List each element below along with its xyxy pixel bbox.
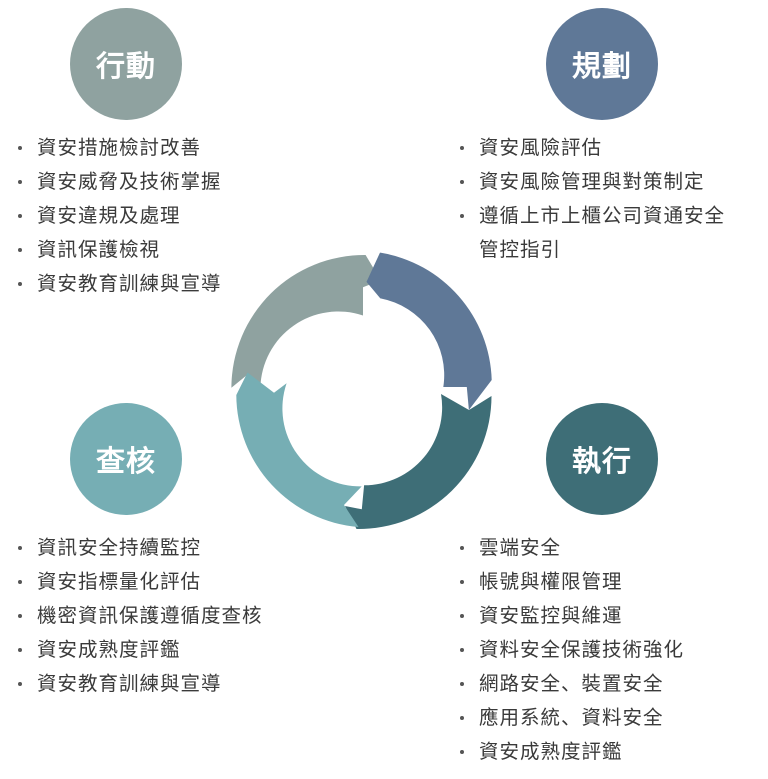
list-item: 資訊保護檢視 — [14, 233, 222, 267]
cycle-arrow-do — [345, 394, 492, 530]
do-item-list: 雲端安全 帳號與權限管理 資安監控與維運 資料安全保護技術強化 網路安全、裝置安… — [456, 531, 684, 769]
phase-circle-act: 行動 — [70, 8, 182, 120]
cycle-arrow-check — [236, 372, 362, 527]
phase-circle-check: 查核 — [70, 403, 182, 515]
list-item: 資安監控與維運 — [456, 599, 684, 633]
list-item: 資安威脅及技術掌握 — [14, 165, 222, 199]
list-item: 應用系統、資料安全 — [456, 701, 684, 735]
plan-item-list: 資安風險評估 資安風險管理與對策制定 遵循上市上櫃公司資通安全 管控指引 — [456, 131, 725, 267]
phase-title-check: 查核 — [95, 444, 156, 478]
list-item: 資安教育訓練與宣導 — [14, 267, 222, 301]
cycle-arrow-act — [231, 254, 381, 388]
list-item: 資安成熟度評鑑 — [14, 633, 263, 667]
list-item: 網路安全、裝置安全 — [456, 667, 684, 701]
list-item: 資安風險評估 — [456, 131, 725, 165]
list-item: 遵循上市上櫃公司資通安全 管控指引 — [456, 199, 725, 267]
check-item-list: 資訊安全持續監控 資安指標量化評估 機密資訊保護遵循度查核 資安成熟度評鑑 資安… — [14, 531, 263, 701]
list-item: 資安指標量化評估 — [14, 565, 263, 599]
list-item: 資安成熟度評鑑 — [456, 735, 684, 769]
phase-title-plan: 規劃 — [571, 49, 632, 83]
act-item-list: 資安措施檢討改善 資安威脅及技術掌握 資安違規及處理 資訊保護檢視 資安教育訓練… — [14, 131, 222, 301]
cycle-arrow-plan — [366, 252, 492, 410]
phase-title-do: 執行 — [571, 444, 632, 478]
list-item: 雲端安全 — [456, 531, 684, 565]
list-item: 資料安全保護技術強化 — [456, 633, 684, 667]
phase-title-act: 行動 — [95, 49, 156, 83]
list-item: 資安風險管理與對策制定 — [456, 165, 725, 199]
list-item: 資訊安全持續監控 — [14, 531, 263, 565]
phase-circle-do: 執行 — [546, 403, 658, 515]
list-item: 帳號與權限管理 — [456, 565, 684, 599]
list-item: 資安教育訓練與宣導 — [14, 667, 263, 701]
list-item: 資安違規及處理 — [14, 199, 222, 233]
list-item: 機密資訊保護遵循度查核 — [14, 599, 263, 633]
phase-circle-plan: 規劃 — [546, 8, 658, 120]
list-item: 資安措施檢討改善 — [14, 131, 222, 165]
